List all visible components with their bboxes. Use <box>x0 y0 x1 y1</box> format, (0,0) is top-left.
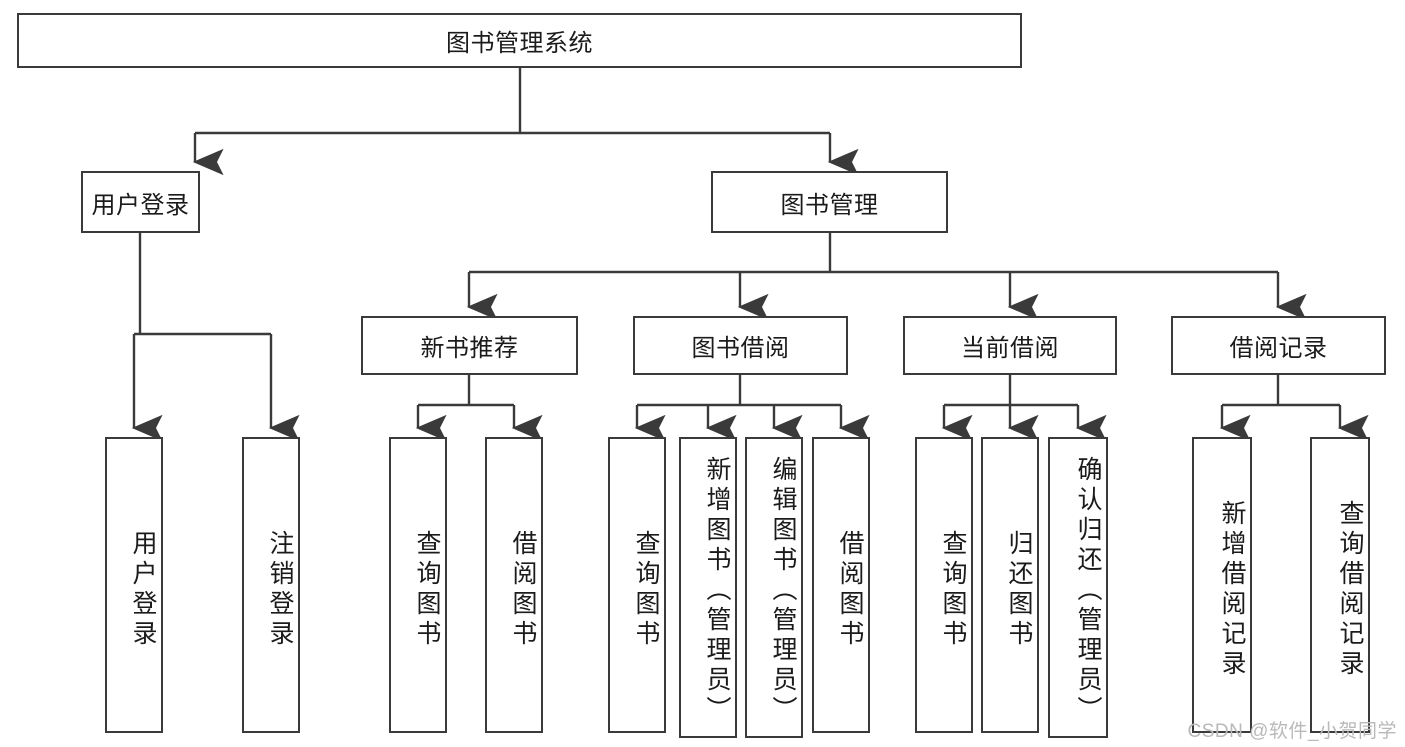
node-current-borrow[interactable]: 当前借阅 <box>903 316 1117 375</box>
node-leaf-add-borrow-record-label: 新增借阅记录 <box>1218 500 1246 680</box>
node-leaf-confirm-return-label: 确认归还（管理员） <box>1074 455 1102 726</box>
watermark-text: CSDN @软件_小贺同学 <box>1187 721 1397 742</box>
node-leaf-query-book-current[interactable]: 查询图书 <box>915 437 973 733</box>
node-new-book-recommend[interactable]: 新书推荐 <box>361 316 578 375</box>
node-book-borrow[interactable]: 图书借阅 <box>633 316 848 375</box>
node-leaf-borrow-book-label: 借阅图书 <box>836 530 864 650</box>
node-leaf-borrow-book-rec[interactable]: 借阅图书 <box>485 437 543 733</box>
node-leaf-return-book[interactable]: 归还图书 <box>981 437 1039 733</box>
node-leaf-query-book-current-label: 查询图书 <box>939 530 967 650</box>
node-leaf-add-book-label: 新增图书（管理员） <box>703 455 731 726</box>
node-book-borrow-label: 图书借阅 <box>691 335 790 362</box>
node-leaf-query-book-borrow-label: 查询图书 <box>632 530 660 650</box>
node-borrow-record-label: 借阅记录 <box>1229 335 1328 362</box>
node-leaf-query-book-borrow[interactable]: 查询图书 <box>608 437 666 733</box>
node-new-book-recommend-label: 新书推荐 <box>420 335 519 362</box>
node-leaf-add-book[interactable]: 新增图书（管理员） <box>679 437 737 738</box>
node-leaf-add-borrow-record[interactable]: 新增借阅记录 <box>1192 437 1252 733</box>
node-leaf-borrow-book-rec-label: 借阅图书 <box>509 530 537 650</box>
node-book-management-label: 图书管理 <box>780 191 879 219</box>
node-root[interactable]: 图书管理系统 <box>17 13 1022 68</box>
node-leaf-confirm-return[interactable]: 确认归还（管理员） <box>1048 437 1108 738</box>
node-leaf-edit-book-label: 编辑图书（管理员） <box>769 455 797 726</box>
node-leaf-user-login-label: 用户登录 <box>129 530 157 650</box>
node-leaf-logout[interactable]: 注销登录 <box>242 437 300 733</box>
node-user-login-label: 用户登录 <box>91 191 190 219</box>
node-leaf-return-book-label: 归还图书 <box>1005 530 1033 650</box>
node-leaf-query-book-rec[interactable]: 查询图书 <box>389 437 447 733</box>
node-borrow-record[interactable]: 借阅记录 <box>1171 316 1386 375</box>
node-leaf-query-borrow-record[interactable]: 查询借阅记录 <box>1310 437 1370 733</box>
node-user-login[interactable]: 用户登录 <box>81 171 200 233</box>
node-leaf-edit-book[interactable]: 编辑图书（管理员） <box>745 437 803 738</box>
node-leaf-borrow-book[interactable]: 借阅图书 <box>812 437 870 733</box>
node-current-borrow-label: 当前借阅 <box>961 335 1059 362</box>
node-book-management[interactable]: 图书管理 <box>711 171 948 233</box>
node-leaf-query-book-rec-label: 查询图书 <box>413 530 441 650</box>
node-leaf-logout-label: 注销登录 <box>266 530 294 650</box>
node-root-label: 图书管理系统 <box>446 30 593 57</box>
node-leaf-user-login[interactable]: 用户登录 <box>105 437 163 733</box>
node-leaf-query-borrow-record-label: 查询借阅记录 <box>1336 500 1364 680</box>
